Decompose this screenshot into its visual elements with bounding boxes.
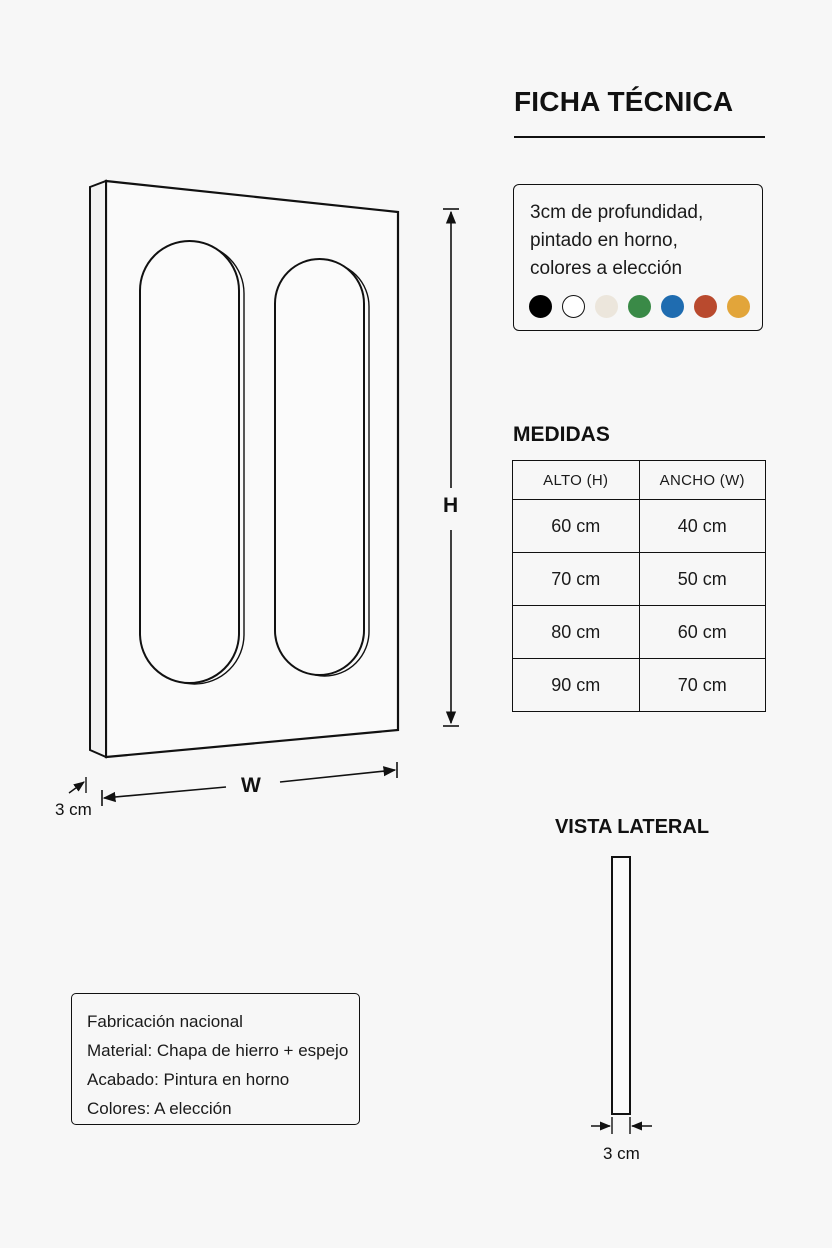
table-header-row: ALTO (H) ANCHO (W) bbox=[512, 460, 766, 500]
spec-line: colores a elección bbox=[530, 258, 683, 279]
side-view-depth-dimension bbox=[591, 1117, 652, 1134]
left-capsule-mirror bbox=[139, 240, 240, 684]
note-line: Material: Chapa de hierro + espejo bbox=[87, 1041, 349, 1060]
height-label: H bbox=[443, 494, 459, 517]
table-cell-ancho: 50 cm bbox=[638, 552, 766, 606]
side-view-panel bbox=[611, 856, 631, 1115]
side-view-title: VISTA LATERAL bbox=[554, 816, 710, 838]
width-label: W bbox=[241, 774, 261, 797]
color-swatches bbox=[529, 295, 762, 318]
color-swatch-black bbox=[529, 295, 552, 318]
table-cell-ancho: 60 cm bbox=[638, 605, 766, 659]
color-swatch-terracotta bbox=[694, 295, 717, 318]
table-cell-alto: 70 cm bbox=[512, 552, 640, 606]
depth-label: 3 cm bbox=[55, 800, 92, 819]
color-swatch-mustard bbox=[727, 295, 750, 318]
right-capsule-mirror bbox=[274, 258, 365, 676]
table-cell-ancho: 70 cm bbox=[638, 658, 766, 712]
table-cell-ancho: 40 cm bbox=[638, 499, 766, 553]
color-swatch-blue bbox=[661, 295, 684, 318]
mirror-panel-side bbox=[89, 179, 107, 759]
page-title: FICHA TÉCNICA bbox=[514, 86, 734, 117]
medidas-table: ALTO (H) ANCHO (W) 60 cm 40 cm 70 cm 50 … bbox=[512, 460, 766, 712]
spec-line: 3cm de profundidad, bbox=[530, 202, 704, 223]
note-line: Colores: A elección bbox=[87, 1099, 232, 1118]
spec-box: 3cm de profundidad, pintado en horno, co… bbox=[513, 184, 763, 331]
depth-dimension bbox=[68, 777, 87, 794]
note-line: Fabricación nacional bbox=[87, 1012, 243, 1031]
color-swatch-white bbox=[562, 295, 585, 318]
color-swatch-green bbox=[628, 295, 651, 318]
side-view-depth-label: 3 cm bbox=[603, 1144, 640, 1163]
notes-box: Fabricación nacional Material: Chapa de … bbox=[71, 993, 360, 1125]
table-cell-alto: 80 cm bbox=[512, 605, 640, 659]
medidas-title: MEDIDAS bbox=[513, 423, 610, 446]
note-line: Acabado: Pintura en horno bbox=[87, 1070, 290, 1089]
table-cell-alto: 60 cm bbox=[512, 499, 640, 553]
spec-line: pintado en horno, bbox=[530, 230, 678, 251]
table-row: 60 cm 40 cm bbox=[512, 499, 766, 553]
height-dimension bbox=[443, 208, 459, 727]
table-row: 70 cm 50 cm bbox=[512, 552, 766, 606]
table-row: 80 cm 60 cm bbox=[512, 605, 766, 659]
color-swatch-cream bbox=[595, 295, 618, 318]
column-header-alto: ALTO (H) bbox=[512, 460, 640, 500]
title-divider bbox=[514, 136, 765, 138]
width-dimension bbox=[101, 762, 398, 806]
table-cell-alto: 90 cm bbox=[512, 658, 640, 712]
table-row: 90 cm 70 cm bbox=[512, 658, 766, 712]
column-header-ancho: ANCHO (W) bbox=[638, 460, 766, 500]
